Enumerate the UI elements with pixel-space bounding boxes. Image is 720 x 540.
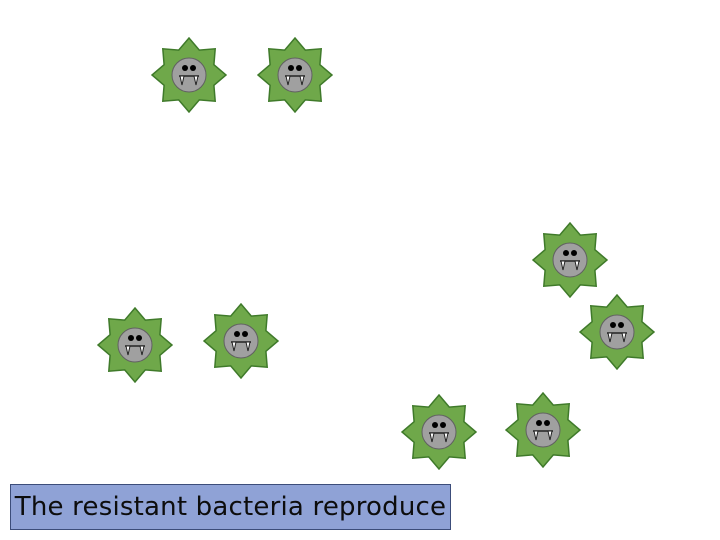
bacterium-icon	[97, 307, 173, 383]
caption-text: The resistant bacteria reproduce	[14, 492, 447, 522]
caption-box: The resistant bacteria reproduce	[10, 484, 451, 530]
bacterium-icon	[203, 303, 279, 379]
bacterium-icon	[579, 294, 655, 370]
bacterium-icon	[532, 222, 608, 298]
bacterium-icon	[401, 394, 477, 470]
bacterium-icon	[257, 37, 333, 113]
bacterium-icon	[151, 37, 227, 113]
bacterium-icon	[505, 392, 581, 468]
